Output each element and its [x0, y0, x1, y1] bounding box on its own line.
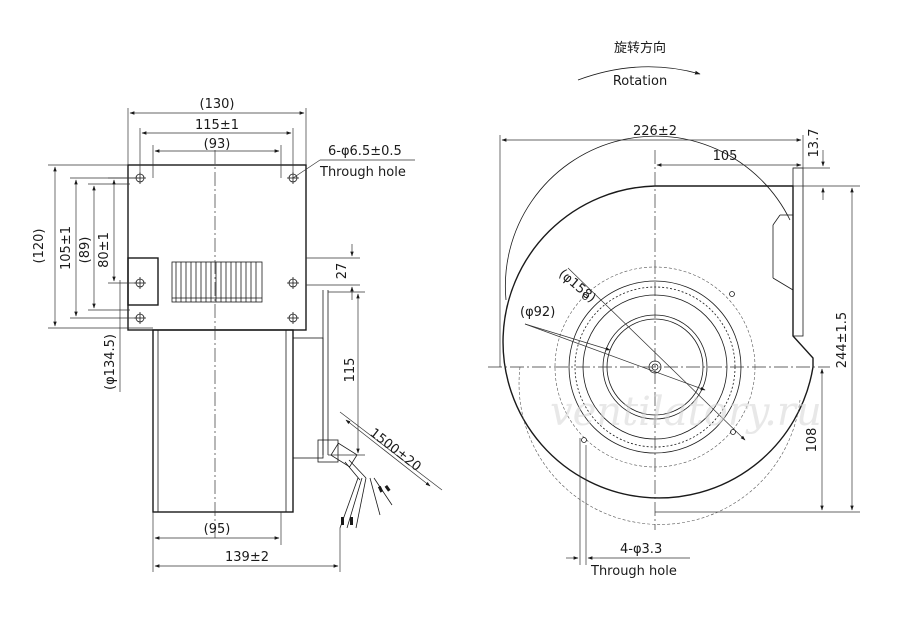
dim-total-width: 226±2 [633, 124, 677, 139]
dim-holes-note: Through hole [319, 165, 406, 180]
dim-impeller-inner: (φ92) [520, 305, 555, 320]
dim-hole-spacing-v2: 80±1 [97, 232, 112, 268]
side-left-dimensions: (120) 105±1 (89) 80±1 (φ134.5) [32, 164, 153, 392]
side-mounting-holes [134, 172, 299, 324]
dim-total-height: 244±1.5 [835, 312, 850, 368]
dim-center-to-bottom: 108 [805, 428, 820, 453]
side-right-dimensions: 27 115 1500±20 [306, 244, 443, 491]
rotation-arrow-icon [577, 66, 701, 81]
side-motor-bracket [292, 290, 367, 481]
side-motor-housing [152, 329, 294, 513]
dim-mount-holes-note: Through hole [590, 564, 677, 579]
dim-overall-width: (130) [200, 97, 235, 112]
rotation-title-cn: 旋转方向 [614, 40, 666, 56]
side-view: (130) 115±1 (93) 6-φ6.5±0.5 Through hole… [32, 97, 443, 572]
side-impeller-fins [171, 261, 263, 303]
front-mounting-holes [581, 291, 736, 443]
dim-cable: 1500±20 [367, 426, 424, 475]
dim-diameter: (φ134.5) [103, 334, 118, 390]
dim-mount-holes: 4-φ3.3 [620, 542, 662, 557]
dim-inner-height: (89) [78, 237, 93, 264]
dim-hole-spacing-h: 115±1 [195, 118, 239, 133]
side-cable-wires [339, 477, 393, 529]
dim-outlet-offset: 27 [335, 263, 350, 280]
dim-impeller-outer: (φ158) [555, 267, 598, 306]
front-inner-scroll [505, 135, 791, 301]
side-top-dimensions: (130) 115±1 (93) [127, 97, 307, 178]
front-view: (φ158) (φ92) 226±2 105 13.7 244±1.5 108 … [488, 124, 860, 579]
dim-center-to-outlet: 105 [713, 149, 738, 164]
dim-bottom-inner: (95) [204, 522, 231, 537]
dim-overall-height: (120) [32, 229, 47, 264]
side-hole-callout: 6-φ6.5±0.5 Through hole [292, 144, 415, 180]
dim-hole-spacing-v: 105±1 [59, 226, 74, 270]
front-scroll-housing [502, 185, 814, 499]
rotation-indicator: 旋转方向 Rotation [577, 40, 701, 89]
side-bottom-dimensions: (95) 139±2 [152, 512, 341, 572]
watermark: ventilatory.ru [550, 389, 822, 435]
dim-inner-width: (93) [204, 137, 231, 152]
front-outlet-flange [772, 167, 804, 337]
dim-bottom-overall: 139±2 [225, 550, 269, 565]
dim-flange: 13.7 [807, 129, 822, 158]
dim-motor-offset: 115 [343, 358, 358, 383]
rotation-label: Rotation [613, 74, 667, 89]
dim-holes: 6-φ6.5±0.5 [328, 144, 402, 159]
